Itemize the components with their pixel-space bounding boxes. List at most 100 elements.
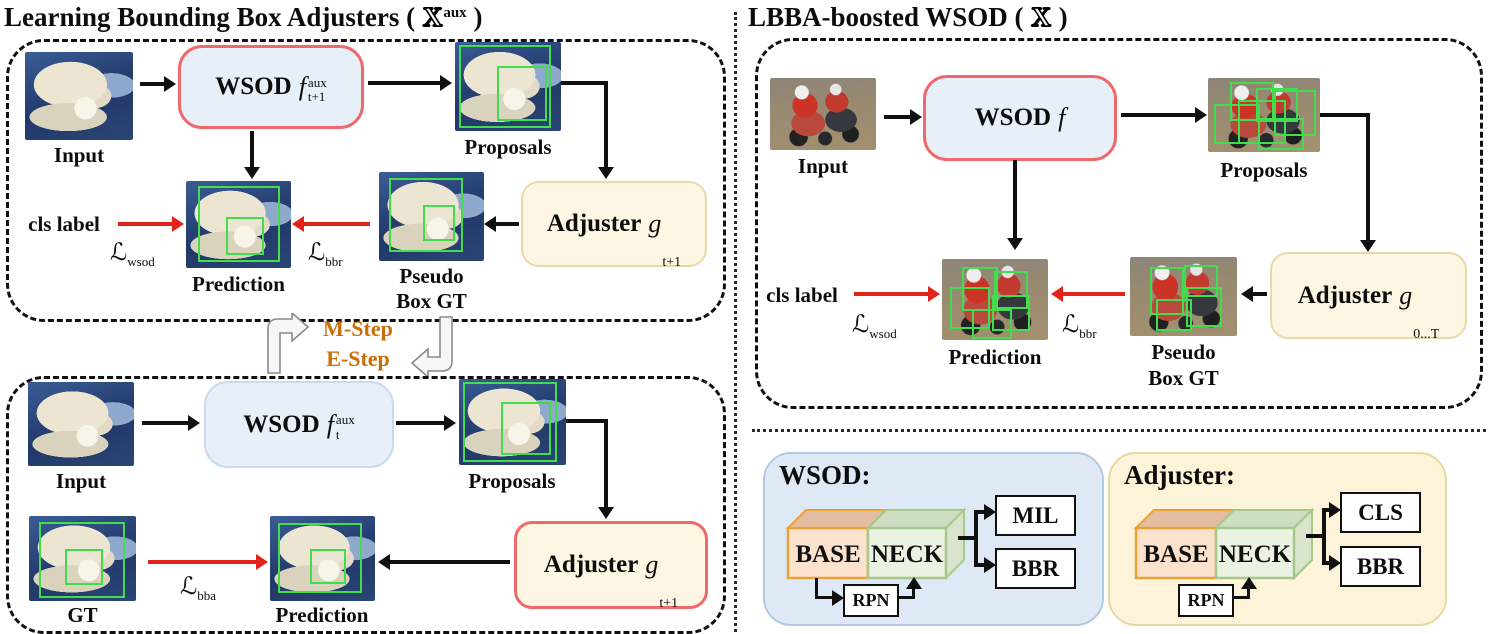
wsod-f-sup: aux bbox=[335, 412, 355, 428]
loss-sub: bba bbox=[197, 587, 217, 603]
bbr-head-box: BBR bbox=[995, 548, 1076, 589]
wsod-name: WSOD bbox=[215, 73, 292, 100]
bounding-box bbox=[994, 271, 1028, 309]
rpn-to-neck-elbow-h bbox=[897, 596, 915, 599]
input-photo-moto bbox=[770, 78, 876, 150]
gt-label: GT bbox=[67, 603, 98, 627]
loss-wsod: ℒwsod bbox=[110, 238, 155, 270]
elbow-proposals-v-arrow bbox=[1360, 113, 1375, 252]
gt-photo-bear bbox=[29, 516, 136, 601]
adjuster-name: Adjuster bbox=[543, 551, 639, 578]
bounding-box bbox=[1186, 287, 1222, 327]
cls-label: CLS bbox=[1358, 499, 1403, 525]
loss-symbol: ℒ bbox=[110, 238, 128, 266]
prediction-photo-bear bbox=[270, 516, 375, 601]
neck-front-face bbox=[866, 526, 948, 580]
adjuster-g-symbol: g bbox=[648, 209, 662, 238]
cls-label: cls label bbox=[28, 212, 100, 236]
loss-symbol: ℒ bbox=[180, 572, 198, 600]
loss-sub: bbr bbox=[325, 253, 343, 269]
panel-lbba-boosted-wsod bbox=[755, 38, 1483, 409]
adjuster-g-symbol: g bbox=[1399, 280, 1413, 310]
bounding-box bbox=[310, 549, 346, 584]
input-photo-bear bbox=[28, 382, 134, 466]
pseudo-label-line2: Box GT bbox=[1148, 366, 1219, 390]
arrow-input-to-wsod bbox=[884, 109, 922, 124]
wsod-f-symbol: f bbox=[326, 409, 334, 439]
cls-label: cls label bbox=[766, 283, 838, 307]
elbow-proposals-h bbox=[561, 81, 607, 85]
wsod-name: WSOD bbox=[243, 410, 320, 438]
arrow-input-to-wsod bbox=[142, 415, 200, 430]
prediction-label: Prediction bbox=[192, 272, 285, 296]
base-to-rpn-elbow-v bbox=[815, 578, 818, 598]
red-arrow-cls-to-prediction bbox=[854, 286, 940, 301]
loss-symbol: ℒ bbox=[308, 238, 326, 266]
base-front-face bbox=[786, 526, 870, 580]
branch-to-bbr-arrow bbox=[1322, 555, 1341, 570]
elbow-proposals-h bbox=[566, 419, 607, 423]
red-arrow-gt-to-prediction bbox=[148, 554, 268, 569]
mil-label: MIL bbox=[1012, 502, 1059, 528]
neck-output-line bbox=[1306, 534, 1325, 538]
wsod-f-symbol: f bbox=[1058, 103, 1066, 132]
pseudo-label-line1: Pseudo bbox=[399, 264, 464, 288]
loss-symbol: ℒ bbox=[852, 310, 870, 338]
bounding-box bbox=[198, 186, 280, 262]
pseudo-label-line1: Pseudo bbox=[1151, 340, 1216, 364]
proposals-photo-bear bbox=[455, 42, 561, 131]
proposals-label: Proposals bbox=[468, 469, 556, 493]
wsod-f-sup: aux bbox=[307, 74, 327, 90]
adjuster-name: Adjuster bbox=[1297, 281, 1393, 309]
loss-wsod: ℒwsod bbox=[852, 310, 897, 342]
input-label: Input bbox=[55, 469, 107, 493]
bounding-box bbox=[1274, 90, 1316, 136]
left-section-title: Learning Bounding Box Adjusters ( Xaux ) bbox=[4, 1, 482, 33]
right-title-text: LBBA-boosted WSOD ( bbox=[748, 2, 1031, 32]
wsod-f-sub: t bbox=[335, 426, 340, 442]
arrow-wsod-to-proposals bbox=[368, 75, 452, 90]
wsod-base-neck-blocks: BASE NECK bbox=[786, 507, 967, 580]
arrow-wsod-down-to-prediction bbox=[244, 131, 259, 179]
pseudo-box-gt-photo-bear bbox=[379, 172, 484, 261]
proposals-photo-bear bbox=[459, 379, 566, 465]
m-step-label: M-Step bbox=[323, 316, 393, 341]
arrow-adjuster-to-pseudo bbox=[1241, 286, 1267, 301]
prediction-photo-bear bbox=[186, 181, 291, 268]
bounding-box bbox=[389, 178, 463, 252]
wsod-f-symbol: f bbox=[298, 72, 306, 101]
wsod-name: WSOD bbox=[974, 104, 1052, 131]
arrow-wsod-to-proposals bbox=[1121, 107, 1207, 122]
arrow-wsod-down-to-prediction bbox=[1007, 160, 1022, 250]
mil-head-box: MIL bbox=[995, 495, 1076, 536]
horizontal-divider bbox=[752, 429, 1486, 432]
proposals-photo-moto bbox=[1208, 78, 1320, 152]
adjuster-g-sub: t+1 bbox=[659, 596, 679, 611]
vertical-divider bbox=[734, 12, 737, 632]
loss-bba: ℒbba bbox=[180, 572, 216, 604]
bounding-box bbox=[459, 45, 551, 128]
proposals-label: Proposals bbox=[1220, 158, 1308, 182]
left-title-sup: aux bbox=[443, 5, 467, 21]
rpn-label: RPN bbox=[852, 590, 890, 610]
cycle-arrow-left bbox=[267, 313, 310, 374]
bounding-box bbox=[1238, 100, 1286, 144]
loss-bbr: ℒbbr bbox=[1062, 310, 1097, 342]
neck-label: NECK bbox=[1219, 541, 1292, 568]
prediction-label: Prediction bbox=[948, 345, 1042, 369]
bounding-box bbox=[497, 66, 547, 121]
bbr-label: BBR bbox=[1011, 555, 1060, 581]
arrow-adjuster-to-prediction bbox=[378, 554, 510, 569]
branch-to-bbr-arrow bbox=[974, 557, 996, 572]
neck-label: NECK bbox=[871, 541, 944, 568]
base-to-rpn-elbow-h bbox=[815, 589, 844, 606]
bounding-box bbox=[226, 217, 264, 255]
blackboard-x: X bbox=[422, 1, 443, 33]
adjuster-base-neck-blocks: BASE NECK bbox=[1134, 507, 1315, 580]
bounding-box bbox=[1156, 299, 1192, 331]
